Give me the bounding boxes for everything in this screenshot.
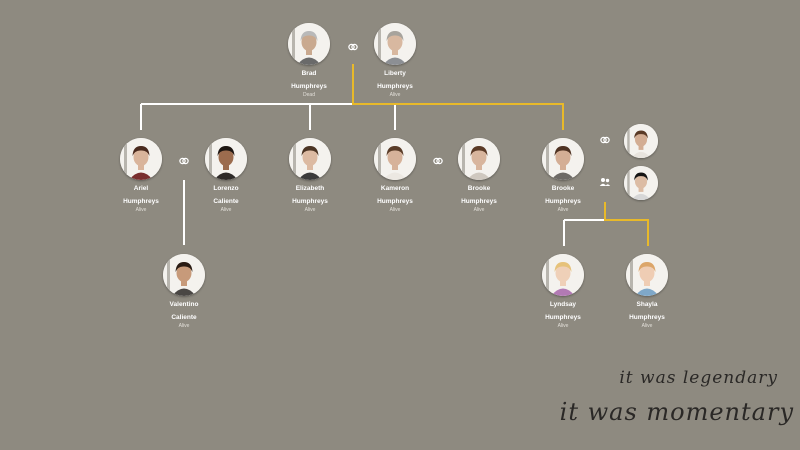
person-first-name: Liberty — [384, 70, 406, 77]
avatar-portrait — [624, 166, 658, 200]
avatar[interactable] — [626, 254, 668, 296]
person-last-name: Humphreys — [461, 198, 497, 205]
person-status: Alive — [389, 92, 401, 98]
person-status: Alive — [220, 207, 232, 213]
person-status: Alive — [178, 323, 190, 329]
avatar-portrait — [624, 124, 658, 158]
highlight-connector — [352, 64, 564, 130]
link-icon — [179, 157, 189, 165]
person-status: Alive — [557, 323, 569, 329]
person-first-name: Brooke — [467, 185, 491, 192]
highlight-connector — [604, 202, 649, 246]
person-first-name: Brad — [301, 70, 317, 77]
person-first-name: Elizabeth — [295, 185, 325, 192]
caption-line-2: it was momentary — [559, 398, 794, 426]
avatar[interactable] — [289, 138, 331, 180]
avatar-portrait — [542, 138, 584, 180]
person-first-name: Kameron — [380, 185, 410, 192]
person-first-name: Lorenzo — [213, 185, 239, 192]
avatar-portrait — [626, 254, 668, 296]
person-status: Alive — [557, 207, 569, 213]
avatar-portrait — [205, 138, 247, 180]
avatar-portrait — [163, 254, 205, 296]
avatar[interactable] — [288, 23, 330, 65]
link-icon — [433, 157, 443, 165]
person-status: Alive — [473, 207, 485, 213]
avatar[interactable] — [374, 23, 416, 65]
caption-line-1: it was legendary — [619, 368, 778, 388]
person-first-name: Lyndsay — [549, 301, 577, 308]
avatar-portrait — [374, 23, 416, 65]
person-last-name: Caliente — [213, 198, 239, 205]
person-first-name: Brooke — [551, 185, 575, 192]
person-status: Alive — [389, 207, 401, 213]
person-status: Dead — [303, 92, 315, 98]
avatar-portrait — [458, 138, 500, 180]
avatar[interactable] — [542, 254, 584, 296]
person-last-name: Caliente — [171, 314, 197, 321]
partner-portrait[interactable] — [624, 166, 658, 200]
avatar[interactable] — [374, 138, 416, 180]
person-first-name: Valentino — [169, 301, 199, 308]
link-icon — [348, 43, 358, 51]
person-last-name: Humphreys — [545, 314, 581, 321]
avatar[interactable] — [205, 138, 247, 180]
people-group-icon[interactable] — [599, 176, 611, 188]
person-status: Alive — [135, 207, 147, 213]
link-icon — [600, 136, 610, 144]
avatar-portrait — [289, 138, 331, 180]
person-last-name: Humphreys — [123, 198, 159, 205]
person-status: Alive — [304, 207, 316, 213]
avatar-portrait — [120, 138, 162, 180]
person-first-name: Ariel — [133, 185, 149, 192]
avatar-portrait — [288, 23, 330, 65]
avatar-portrait — [374, 138, 416, 180]
avatar[interactable] — [458, 138, 500, 180]
person-last-name: Humphreys — [377, 83, 413, 90]
person-first-name: Shayla — [636, 301, 658, 308]
person-last-name: Humphreys — [292, 198, 328, 205]
avatar[interactable] — [542, 138, 584, 180]
person-last-name: Humphreys — [545, 198, 581, 205]
partner-portrait[interactable] — [624, 124, 658, 158]
avatar-portrait — [542, 254, 584, 296]
person-last-name: Humphreys — [377, 198, 413, 205]
avatar[interactable] — [120, 138, 162, 180]
avatar[interactable] — [163, 254, 205, 296]
person-last-name: Humphreys — [629, 314, 665, 321]
person-status: Alive — [641, 323, 653, 329]
person-last-name: Humphreys — [291, 83, 327, 90]
